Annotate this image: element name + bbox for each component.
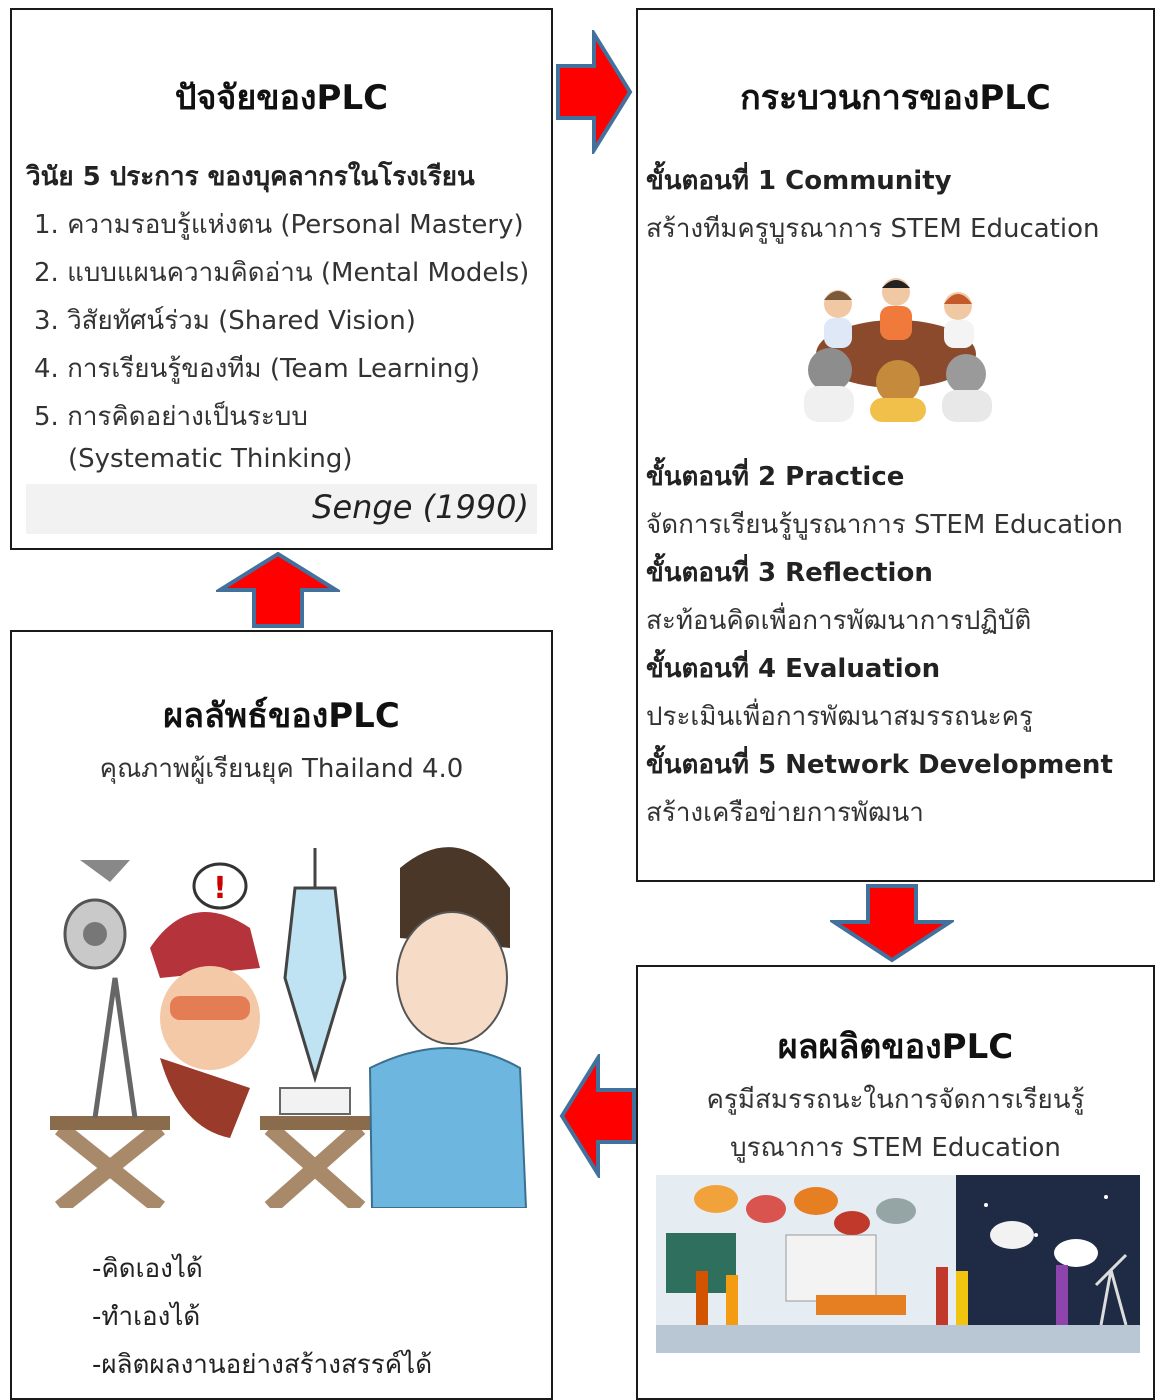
products-line-2: บูรณาการ STEM Education xyxy=(730,1133,1061,1163)
factors-title: ปัจจัยของPLC xyxy=(174,78,389,118)
outcome-bullet-3: -ผลิตผลงานอย่างสร้างสรรค์ได้ xyxy=(92,1350,433,1380)
factors-item-1: 1. ความรอบรู้แห่งตน (Personal Mastery) xyxy=(34,210,524,240)
factors-item-5: 5. การคิดอย่างเป็นระบบ xyxy=(34,402,308,432)
factors-item-3: 3. วิสัยทัศน์ร่วม (Shared Vision) xyxy=(34,306,416,336)
outcome-bullet-1: -คิดเองได้ xyxy=(92,1254,203,1284)
arrow-down-icon xyxy=(830,884,954,963)
products-line-1: ครูมีสมรรถนะในการจัดการเรียนรู้ xyxy=(706,1085,1085,1115)
team-meeting-illustration xyxy=(804,278,992,422)
factors-heading: วินัย 5 ประการ ของบุคลากรในโรงเรียน xyxy=(26,162,475,192)
svg-text:!: ! xyxy=(213,871,227,906)
students-illustration: ! xyxy=(50,847,528,1208)
outcomes-box: ผลลัพธ์ของPLC คุณภาพผู้เรียนยุค Thailand… xyxy=(10,630,553,1400)
process-box: กระบวนการของPLC ขั้นตอนที่ 1 Community ส… xyxy=(636,8,1155,882)
stem-classroom-illustration xyxy=(656,1175,1140,1353)
citation: Senge (1990) xyxy=(312,488,529,526)
step-4-desc: ประเมินเพื่อการพัฒนาสมรรถนะครู xyxy=(646,702,1033,732)
step-2-desc: จัดการเรียนรู้บูรณาการ STEM Education xyxy=(646,510,1123,540)
step-1-desc: สร้างทีมครูบูรณาการ STEM Education xyxy=(646,214,1100,244)
step-4-label: ขั้นตอนที่ 4 Evaluation xyxy=(646,654,941,684)
products-box: ผลผลิตของPLC ครูมีสมรรถนะในการจัดการเรีย… xyxy=(636,965,1155,1400)
outcome-bullet-2: -ทำเองได้ xyxy=(92,1302,201,1332)
step-5-desc: สร้างเครือข่ายการพัฒนา xyxy=(646,798,924,828)
products-title: ผลผลิตของPLC xyxy=(777,1027,1014,1067)
outcomes-title: ผลลัพธ์ของPLC xyxy=(163,696,400,736)
step-2-label: ขั้นตอนที่ 2 Practice xyxy=(646,462,905,492)
arrow-up-icon xyxy=(216,552,340,628)
step-1-label: ขั้นตอนที่ 1 Community xyxy=(646,166,952,196)
step-3-desc: สะท้อนคิดเพื่อการพัฒนาการปฏิบัติ xyxy=(646,606,1032,636)
arrow-left-icon xyxy=(559,1054,636,1178)
factors-item-2: 2. แบบแผนความคิดอ่าน (Mental Models) xyxy=(34,258,530,288)
outcomes-subtitle: คุณภาพผู้เรียนยุค Thailand 4.0 xyxy=(99,754,464,784)
factors-item-5-en: (Systematic Thinking) xyxy=(68,444,353,474)
factors-item-4: 4. การเรียนรู้ของทีม (Team Learning) xyxy=(34,354,480,384)
factors-box: ปัจจัยของPLC วินัย 5 ประการ ของบุคลากรใน… xyxy=(10,8,553,550)
step-3-label: ขั้นตอนที่ 3 Reflection xyxy=(646,558,933,588)
arrow-right-icon xyxy=(556,30,633,154)
process-title: กระบวนการของPLC xyxy=(740,78,1051,118)
citation-band xyxy=(26,484,537,534)
step-5-label: ขั้นตอนที่ 5 Network Development xyxy=(646,750,1113,780)
